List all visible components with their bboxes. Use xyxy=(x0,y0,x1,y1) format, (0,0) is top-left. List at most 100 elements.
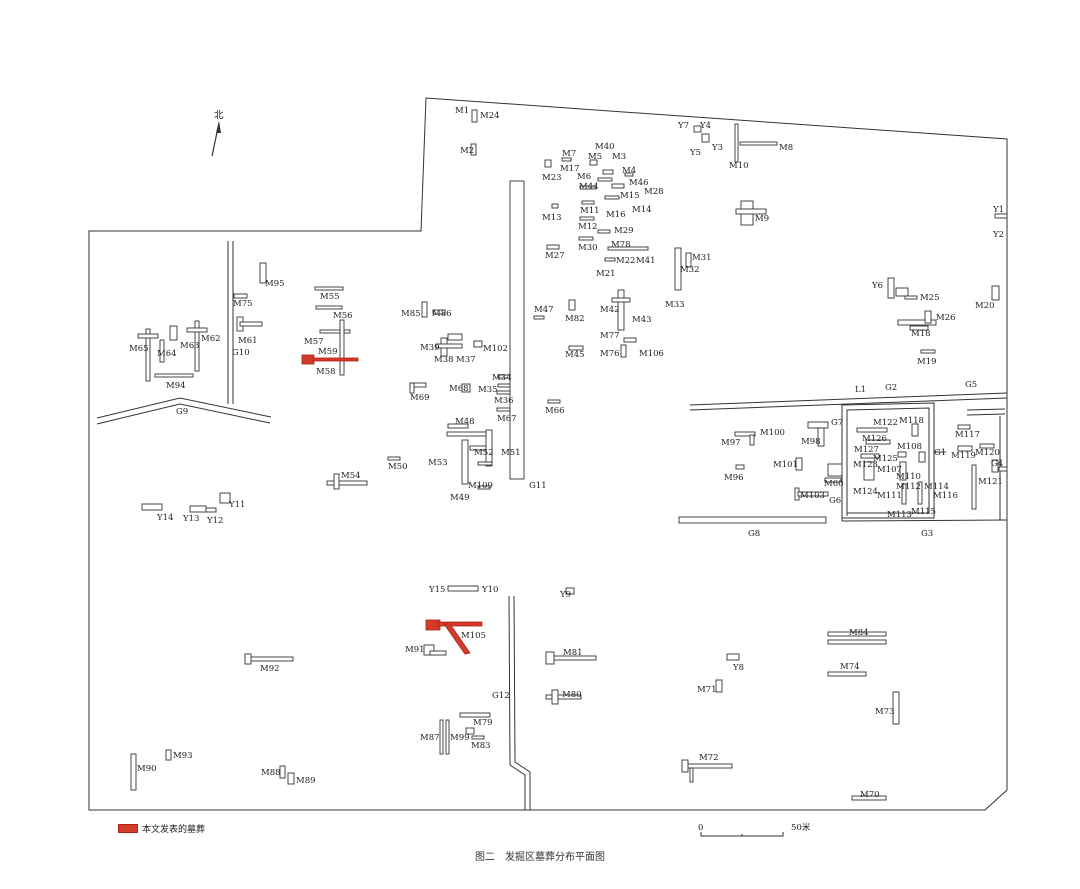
feature-label-M83: M83 xyxy=(471,741,491,751)
feature-label-M43: M43 xyxy=(632,315,652,325)
feature-label-M69: M69 xyxy=(410,393,430,403)
feature-label-M30: M30 xyxy=(578,243,598,253)
figure-caption: 图二 发掘区墓葬分布平面图 xyxy=(475,852,605,863)
feature-label-M3: M3 xyxy=(612,152,626,162)
feature-label-M66: M66 xyxy=(545,406,565,416)
feature-label-G8: G8 xyxy=(748,529,760,539)
scale-end-label: 50米 xyxy=(791,822,811,833)
feature-label-G1: G1 xyxy=(934,448,946,458)
feature-label-M78: M78 xyxy=(611,240,631,250)
highlighted-tombs xyxy=(301,354,483,655)
feature-label-M26: M26 xyxy=(936,313,956,323)
feature-label-M102: M102 xyxy=(483,344,508,354)
feature-label-M53: M53 xyxy=(428,458,448,468)
feature-label-Y6: Y6 xyxy=(871,281,883,291)
feature-label-Y1: Y1 xyxy=(992,205,1004,215)
feature-label-M20: M20 xyxy=(975,301,995,311)
feature-label-G12: G12 xyxy=(492,691,510,701)
feature-label-M73: M73 xyxy=(875,707,895,717)
feature-label-M107: M107 xyxy=(877,465,902,475)
feature-label-M103: M103 xyxy=(800,491,825,501)
feature-label-Y15: Y15 xyxy=(428,585,445,595)
feature-label-M51: M51 xyxy=(501,448,521,458)
feature-label-M57: M57 xyxy=(304,337,324,347)
feature-label-M126: M126 xyxy=(862,434,887,444)
feature-label-M76: M76 xyxy=(600,349,620,359)
feature-label-G2: G2 xyxy=(885,383,897,393)
feature-label-M123: M123 xyxy=(853,460,878,470)
feature-label-Y9: Y9 xyxy=(559,590,571,600)
feature-label-M91: M91 xyxy=(405,645,425,655)
feature-label-M39: M39 xyxy=(420,343,440,353)
feature-label-M80: M80 xyxy=(562,690,582,700)
legend-label: 本文发表的墓葬 xyxy=(142,825,206,835)
feature-label-M15: M15 xyxy=(620,191,640,201)
feature-label-M116: M116 xyxy=(933,491,958,501)
feature-label-M52: M52 xyxy=(474,448,494,458)
legend: 本文发表的墓葬 xyxy=(118,822,205,835)
feature-label-M41: M41 xyxy=(636,256,656,266)
feature-label-M93: M93 xyxy=(173,751,193,761)
feature-label-M79: M79 xyxy=(473,718,493,728)
feature-label-M92: M92 xyxy=(260,664,280,674)
feature-label-M9: M9 xyxy=(755,214,769,224)
feature-label-M118: M118 xyxy=(899,416,924,426)
feature-label-M86: M86 xyxy=(432,309,452,319)
feature-label-M70: M70 xyxy=(860,790,880,800)
feature-label-M108: M108 xyxy=(897,442,922,452)
feature-label-Y7: Y7 xyxy=(677,121,689,131)
feature-label-M50: M50 xyxy=(388,462,408,472)
feature-label-M56: M56 xyxy=(333,311,353,321)
feature-label-M64: M64 xyxy=(157,349,177,359)
feature-label-M120: M120 xyxy=(975,448,1000,458)
feature-label-Y10: Y10 xyxy=(481,585,498,595)
feature-label-M101: M101 xyxy=(773,460,798,470)
feature-label-M16: M16 xyxy=(606,210,626,220)
feature-label-M100: M100 xyxy=(760,428,785,438)
feature-label-M67: M67 xyxy=(497,414,517,424)
feature-label-M84: M84 xyxy=(849,628,869,638)
feature-label-M90: M90 xyxy=(137,764,157,774)
feature-label-M71: M71 xyxy=(697,685,717,695)
feature-label-M5: M5 xyxy=(588,152,602,162)
feature-label-G11: G11 xyxy=(529,481,547,491)
feature-label-M115: M115 xyxy=(911,507,936,517)
feature-label-M99: M99 xyxy=(450,733,470,743)
feature-label-M113: M113 xyxy=(887,510,912,520)
feature-label-M60: M60 xyxy=(824,479,844,489)
feature-label-L1: L1 xyxy=(855,385,866,395)
feature-label-Y12: Y12 xyxy=(206,516,223,526)
feature-label-M32: M32 xyxy=(680,265,700,275)
feature-label-M13: M13 xyxy=(542,213,562,223)
feature-label-M88: M88 xyxy=(261,768,281,778)
feature-label-M34: M34 xyxy=(492,373,512,383)
feature-label-M40: M40 xyxy=(595,142,615,152)
feature-label-M68: M68 xyxy=(449,384,469,394)
feature-label-M31: M31 xyxy=(692,253,712,263)
feature-label-Y2: Y2 xyxy=(992,230,1004,240)
feature-label-M109: M109 xyxy=(468,481,493,491)
feature-label-M2: M2 xyxy=(460,146,474,156)
feature-label-M29: M29 xyxy=(614,226,634,236)
feature-label-G3: G3 xyxy=(921,529,933,539)
feature-label-M61: M61 xyxy=(238,336,258,346)
feature-label-M38: M38 xyxy=(434,355,454,365)
feature-label-M89: M89 xyxy=(296,776,316,786)
feature-label-Y4: Y4 xyxy=(699,121,711,131)
feature-label-M72: M72 xyxy=(699,753,719,763)
feature-label-G4: G4 xyxy=(991,459,1003,469)
feature-label-Y13: Y13 xyxy=(182,514,199,524)
feature-label-G6: G6 xyxy=(829,496,841,506)
feature-label-Y14: Y14 xyxy=(156,513,173,523)
feature-label-M8: M8 xyxy=(779,143,793,153)
feature-label-M75: M75 xyxy=(233,299,253,309)
feature-label-M14: M14 xyxy=(632,205,652,215)
feature-label-M74: M74 xyxy=(840,662,860,672)
feature-label-M114: M114 xyxy=(924,482,949,492)
feature-label-M4: M4 xyxy=(622,166,636,176)
feature-label-M59: M59 xyxy=(318,347,338,357)
ditch-features xyxy=(96,180,1008,810)
feature-label-M87: M87 xyxy=(420,733,440,743)
